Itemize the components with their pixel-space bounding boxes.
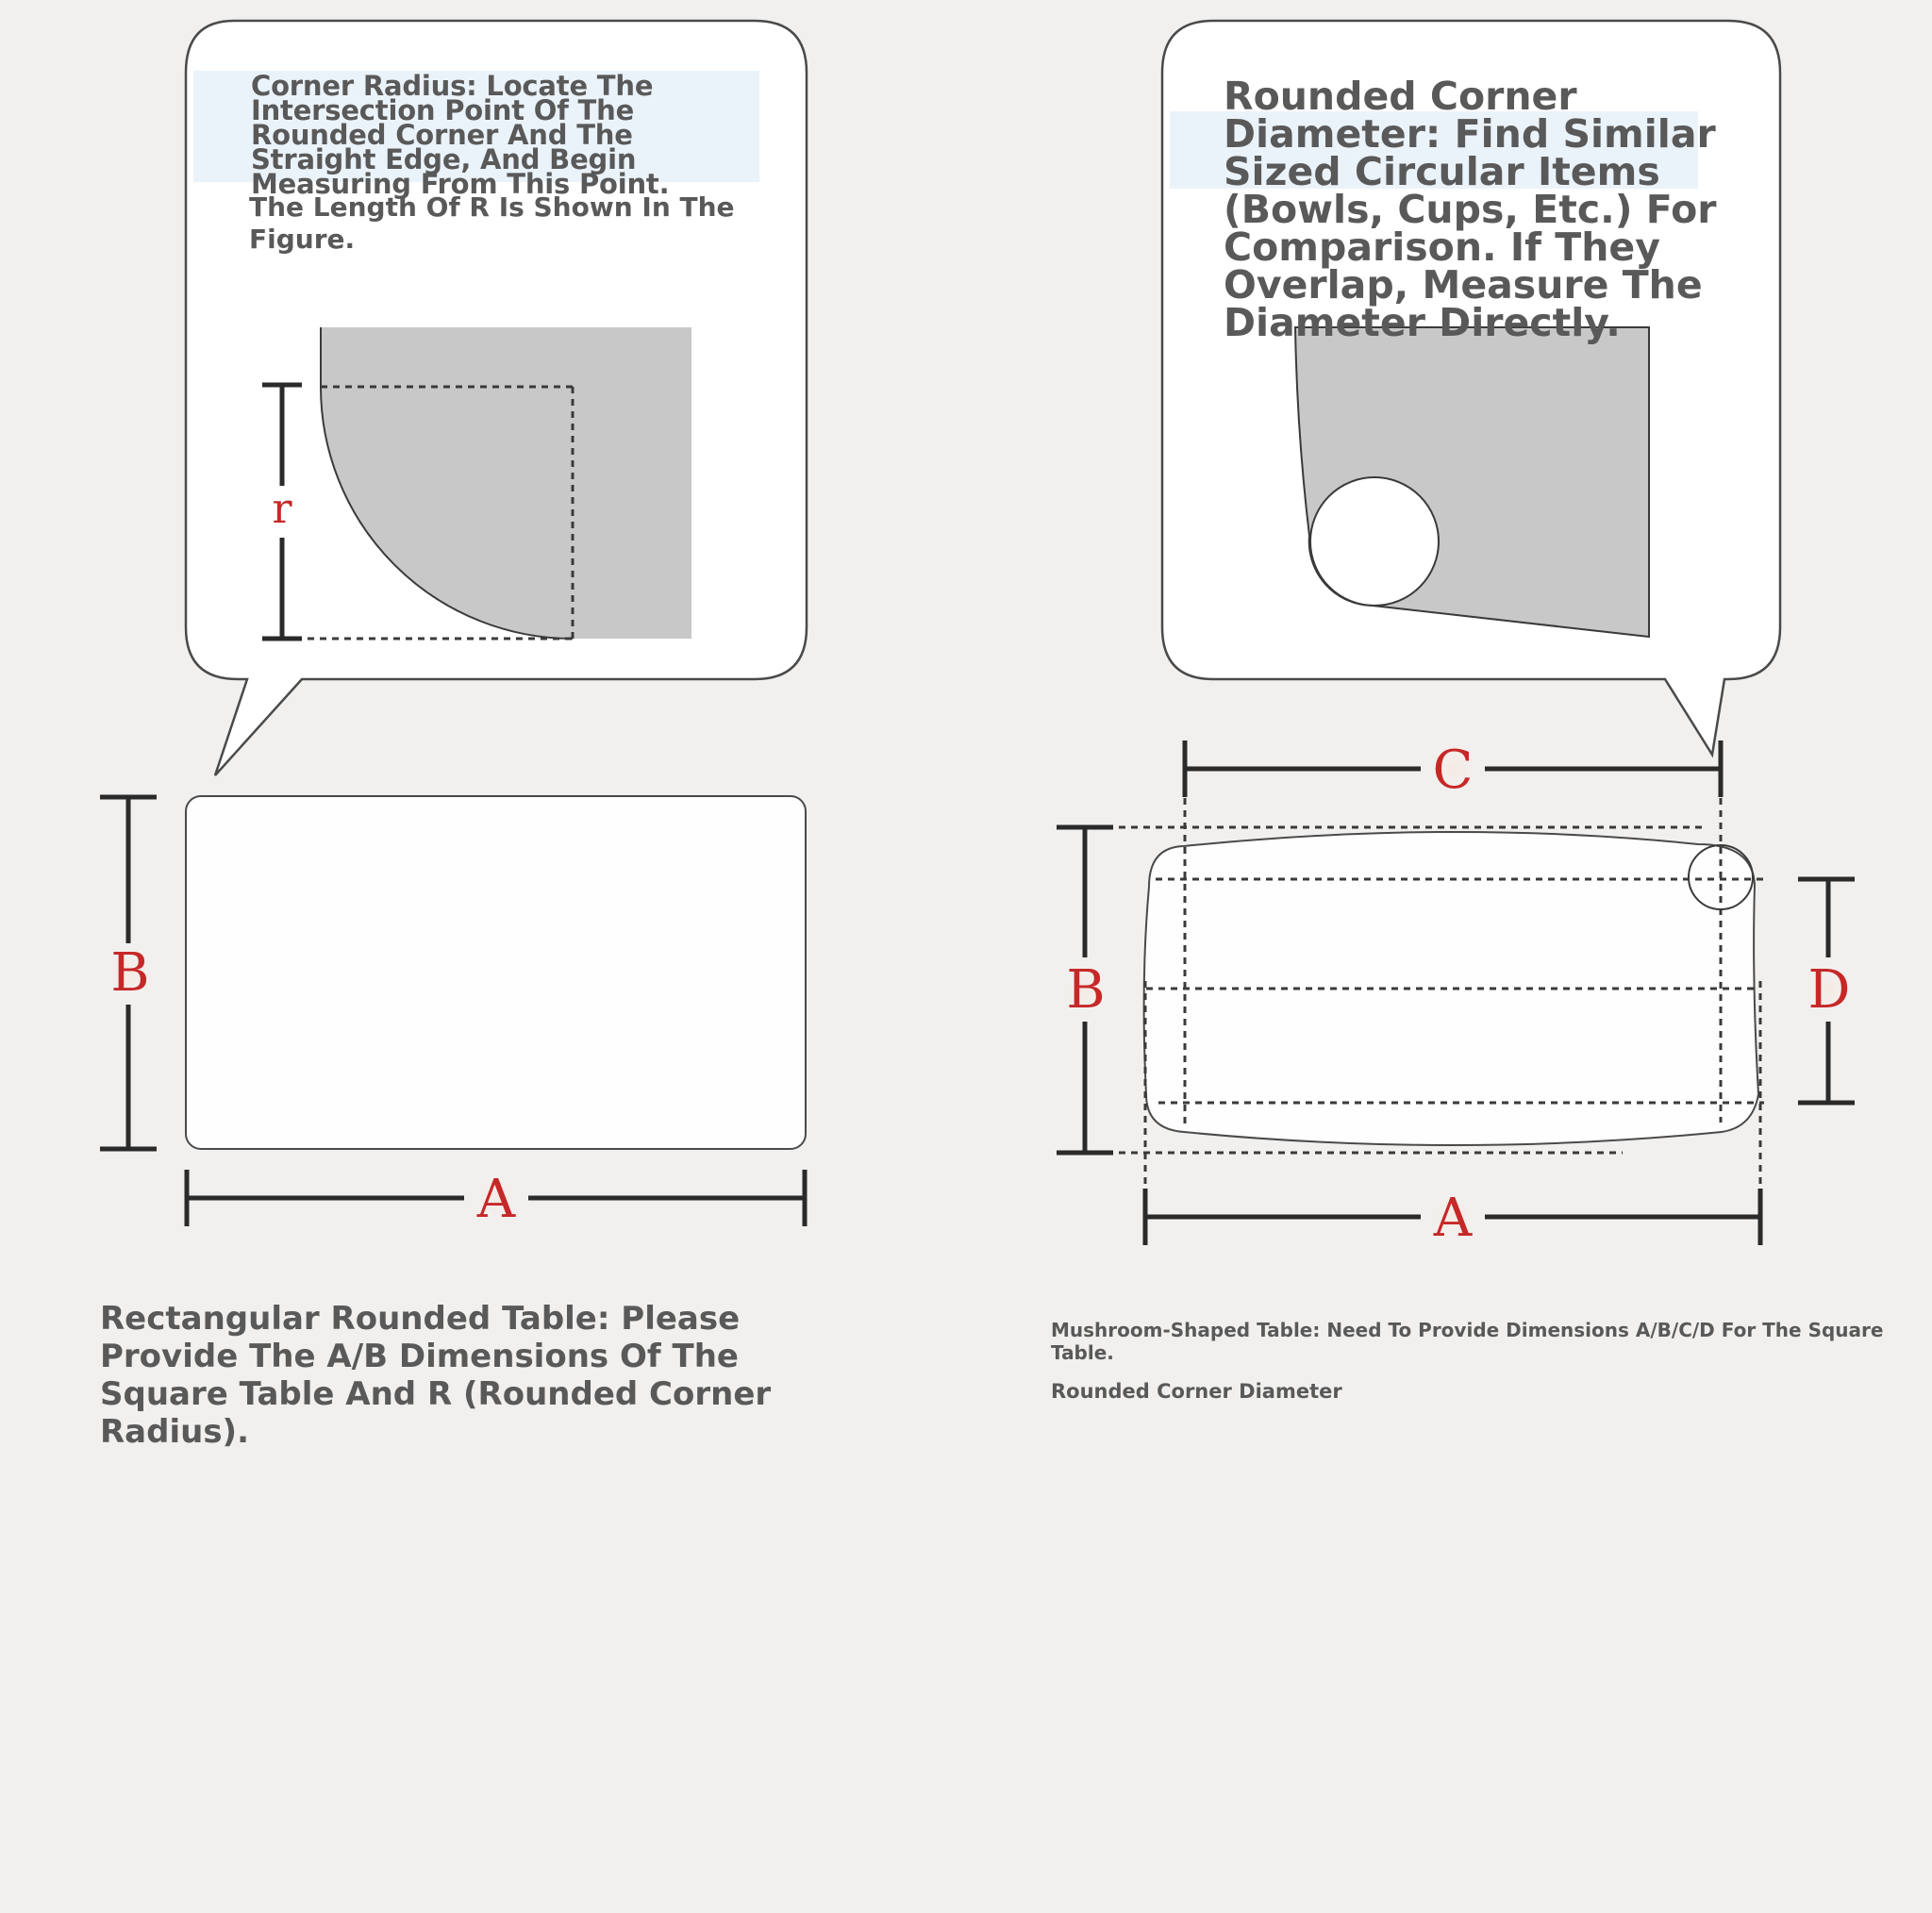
right-top-dimension: C	[1182, 740, 1724, 801]
right-left-label: B	[1066, 959, 1105, 1021]
radius-dimension	[262, 382, 302, 641]
right-left-dimension: B	[1057, 824, 1113, 1156]
rectangular-rounded-table	[185, 795, 807, 1150]
left-bubble-subtitle: The Length Of R Is Shown In The Figure.	[249, 191, 735, 255]
right-right-dimension: D	[1798, 876, 1857, 1106]
radius-label: r	[272, 485, 292, 533]
left-table-outline	[185, 795, 807, 1150]
table-guide-lines	[1094, 774, 1764, 1193]
right-bottom-dimension: A	[1142, 1188, 1763, 1249]
left-height-dimension: B	[100, 794, 157, 1152]
corner-diameter-inset	[1293, 326, 1650, 639]
left-width-dimension: A	[184, 1169, 808, 1230]
corner-radius-inset: r	[262, 327, 691, 641]
left-bubble-title: Corner Radius: Locate The Intersection P…	[251, 70, 670, 200]
left-width-label: A	[476, 1169, 516, 1230]
left-caption: Rectangular Rounded Table: Please Provid…	[100, 1300, 772, 1451]
right-right-label: D	[1808, 959, 1851, 1021]
comparison-circle	[1309, 476, 1440, 607]
mushroom-shaped-table	[1094, 774, 1764, 1193]
left-bubble-title-highlight	[193, 71, 759, 182]
right-top-label: C	[1433, 740, 1474, 801]
right-bubble-title-highlight	[1170, 111, 1698, 189]
right-caption: Mushroom-Shaped Table: Need To Provide D…	[1051, 1319, 1884, 1364]
right-caption-sub: Rounded Corner Diameter	[1051, 1380, 1342, 1403]
rounded-corner-shape	[321, 327, 691, 639]
left-height-label: B	[110, 942, 149, 1004]
right-bubble-title: Rounded Corner Diameter: Find Similar Si…	[1224, 74, 1717, 345]
right-bottom-label: A	[1433, 1188, 1473, 1249]
rounded-corner-arc	[320, 327, 574, 640]
